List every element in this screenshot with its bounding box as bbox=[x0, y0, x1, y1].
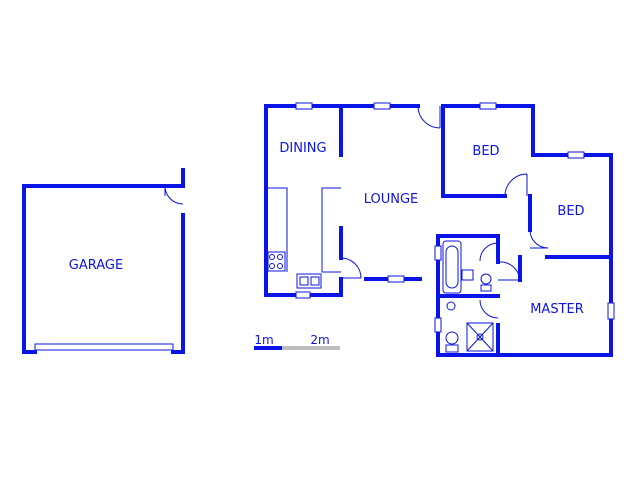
door-swings bbox=[340, 105, 549, 319]
shower-icon bbox=[466, 322, 494, 352]
bathroom-fittings bbox=[442, 240, 494, 353]
garage-door-swing bbox=[164, 185, 184, 205]
window bbox=[434, 245, 442, 261]
kitchen-fittings bbox=[266, 187, 341, 289]
scale-bar: 1m 2m bbox=[254, 333, 340, 350]
toilet-icon bbox=[445, 331, 459, 345]
toilet-icon bbox=[480, 273, 492, 285]
window bbox=[295, 102, 313, 110]
window bbox=[479, 102, 497, 110]
window bbox=[434, 317, 442, 333]
basin-icon bbox=[446, 301, 456, 311]
bathtub-icon bbox=[442, 240, 462, 294]
room-label-garage: GARAGE bbox=[69, 258, 123, 273]
window bbox=[567, 151, 585, 159]
stove-icon bbox=[267, 251, 286, 272]
scale-label-2m: 2m bbox=[310, 333, 329, 347]
scale-segment-dark bbox=[254, 346, 282, 350]
room-label-bed-1: BED bbox=[472, 144, 499, 159]
sink-icon bbox=[296, 273, 322, 289]
window bbox=[387, 275, 405, 283]
window bbox=[373, 102, 391, 110]
room-label-bed-2: BED bbox=[557, 204, 584, 219]
window bbox=[295, 291, 311, 299]
windows bbox=[295, 102, 615, 333]
house-walls bbox=[264, 104, 613, 357]
garage-block bbox=[22, 168, 185, 354]
garage-door bbox=[34, 343, 174, 351]
room-label-master: MASTER bbox=[530, 302, 584, 317]
scale-label-1m: 1m bbox=[254, 333, 273, 347]
window bbox=[607, 302, 615, 320]
basin-icon bbox=[461, 269, 474, 281]
room-label-lounge: LOUNGE bbox=[364, 192, 419, 207]
room-label-dining: DINING bbox=[279, 141, 326, 156]
scale-segment-light bbox=[282, 346, 340, 350]
